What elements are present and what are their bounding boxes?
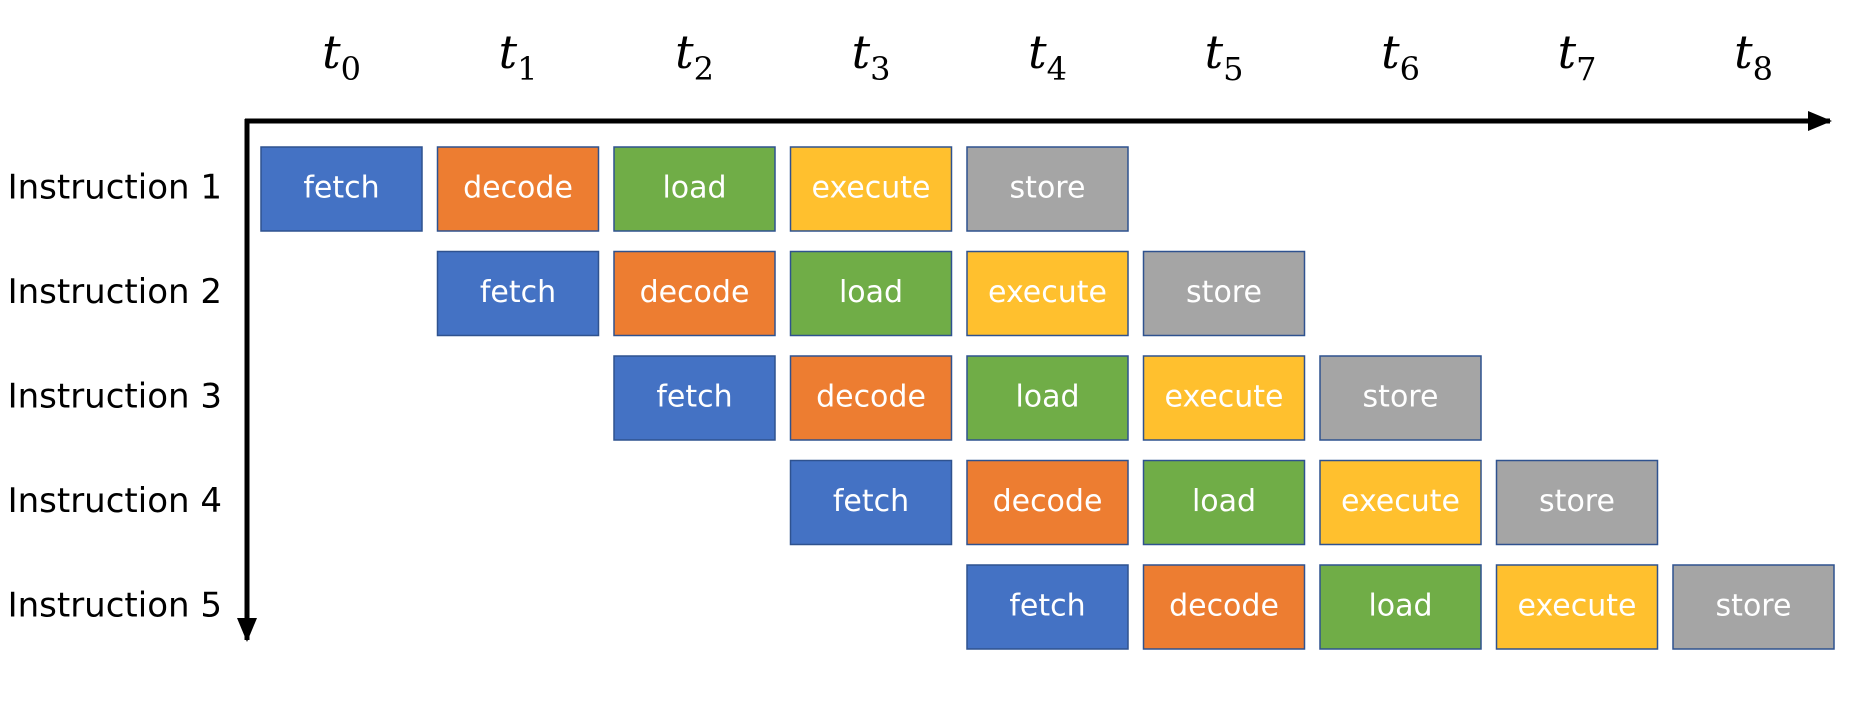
stage-box-execute-instruction-1: execute xyxy=(789,146,953,232)
stage-label: load xyxy=(662,171,726,206)
stage-label: execute xyxy=(1518,589,1637,624)
stage-box-fetch-instruction-4: fetch xyxy=(789,459,953,546)
stage-box-load-instruction-1: load xyxy=(613,146,776,232)
stage-label: decode xyxy=(816,380,926,415)
stage-box-execute-instruction-2: execute xyxy=(966,250,1129,337)
stage-box-decode-instruction-5: decode xyxy=(1142,564,1306,650)
stage-box-load-instruction-4: load xyxy=(1142,459,1306,546)
stage-label: store xyxy=(1716,589,1792,624)
stage-box-fetch-instruction-1: fetch xyxy=(260,146,423,232)
time-label-t2: t2 xyxy=(675,25,714,88)
stage-box-execute-instruction-5: execute xyxy=(1495,564,1659,650)
stage-label: execute xyxy=(1341,484,1460,519)
stage-box-load-instruction-2: load xyxy=(789,250,953,337)
time-label-t1: t1 xyxy=(499,25,538,88)
stage-label: store xyxy=(1539,484,1615,519)
time-label-t4: t4 xyxy=(1028,25,1067,88)
instruction-label-1: Instruction 1 xyxy=(8,168,222,208)
time-label-t0: t0 xyxy=(322,25,361,88)
stage-box-decode-instruction-4: decode xyxy=(966,459,1129,546)
stage-label: fetch xyxy=(656,380,732,415)
time-label-t6: t6 xyxy=(1381,25,1420,88)
stage-label: load xyxy=(1192,484,1256,519)
stage-box-store-instruction-5: store xyxy=(1672,564,1835,650)
stage-box-execute-instruction-3: execute xyxy=(1142,355,1306,441)
stage-label: load xyxy=(839,275,903,310)
stage-label: decode xyxy=(640,275,750,310)
stage-label: execute xyxy=(988,275,1107,310)
time-labels: t0 t1 t2 t3 t4 t5 t6 t7 t8 xyxy=(322,25,1773,88)
stage-boxes: fetch decode load execute store fetch decode lo… xyxy=(260,146,1835,650)
stage-label: execute xyxy=(812,171,931,206)
time-label-t5: t5 xyxy=(1205,25,1244,88)
stage-box-load-instruction-3: load xyxy=(966,355,1129,441)
instruction-label-2: Instruction 2 xyxy=(8,272,222,312)
stage-box-fetch-instruction-2: fetch xyxy=(436,250,600,337)
stage-label: fetch xyxy=(1009,589,1085,624)
stage-label: fetch xyxy=(303,171,379,206)
stage-box-store-instruction-2: store xyxy=(1142,250,1306,337)
stage-label: load xyxy=(1015,380,1079,415)
stage-box-store-instruction-3: store xyxy=(1319,355,1482,441)
stage-box-fetch-instruction-3: fetch xyxy=(613,355,776,441)
stage-box-store-instruction-4: store xyxy=(1495,459,1659,546)
stage-label: load xyxy=(1368,589,1432,624)
time-label-t3: t3 xyxy=(852,25,891,88)
stage-box-decode-instruction-1: decode xyxy=(436,146,600,232)
stage-label: execute xyxy=(1165,380,1284,415)
stage-box-load-instruction-5: load xyxy=(1319,564,1482,650)
instruction-label-4: Instruction 4 xyxy=(8,481,222,521)
stage-box-execute-instruction-4: execute xyxy=(1319,459,1482,546)
stage-label: store xyxy=(1186,275,1262,310)
instruction-label-5: Instruction 5 xyxy=(8,586,222,626)
stage-label: decode xyxy=(993,484,1103,519)
stage-label: store xyxy=(1363,380,1439,415)
stage-label: decode xyxy=(463,171,573,206)
stage-label: fetch xyxy=(833,484,909,519)
stage-label: fetch xyxy=(480,275,556,310)
row-labels: Instruction 1 Instruction 2 Instruction 3 I… xyxy=(8,168,222,626)
stage-box-fetch-instruction-5: fetch xyxy=(966,564,1129,650)
stage-box-store-instruction-1: store xyxy=(966,146,1129,232)
stage-box-decode-instruction-3: decode xyxy=(789,355,953,441)
instruction-label-3: Instruction 3 xyxy=(8,377,222,417)
stage-label: store xyxy=(1010,171,1086,206)
stage-box-decode-instruction-2: decode xyxy=(613,250,776,337)
time-label-t7: t7 xyxy=(1558,25,1597,88)
time-label-t8: t8 xyxy=(1734,25,1773,88)
stage-label: decode xyxy=(1169,589,1279,624)
